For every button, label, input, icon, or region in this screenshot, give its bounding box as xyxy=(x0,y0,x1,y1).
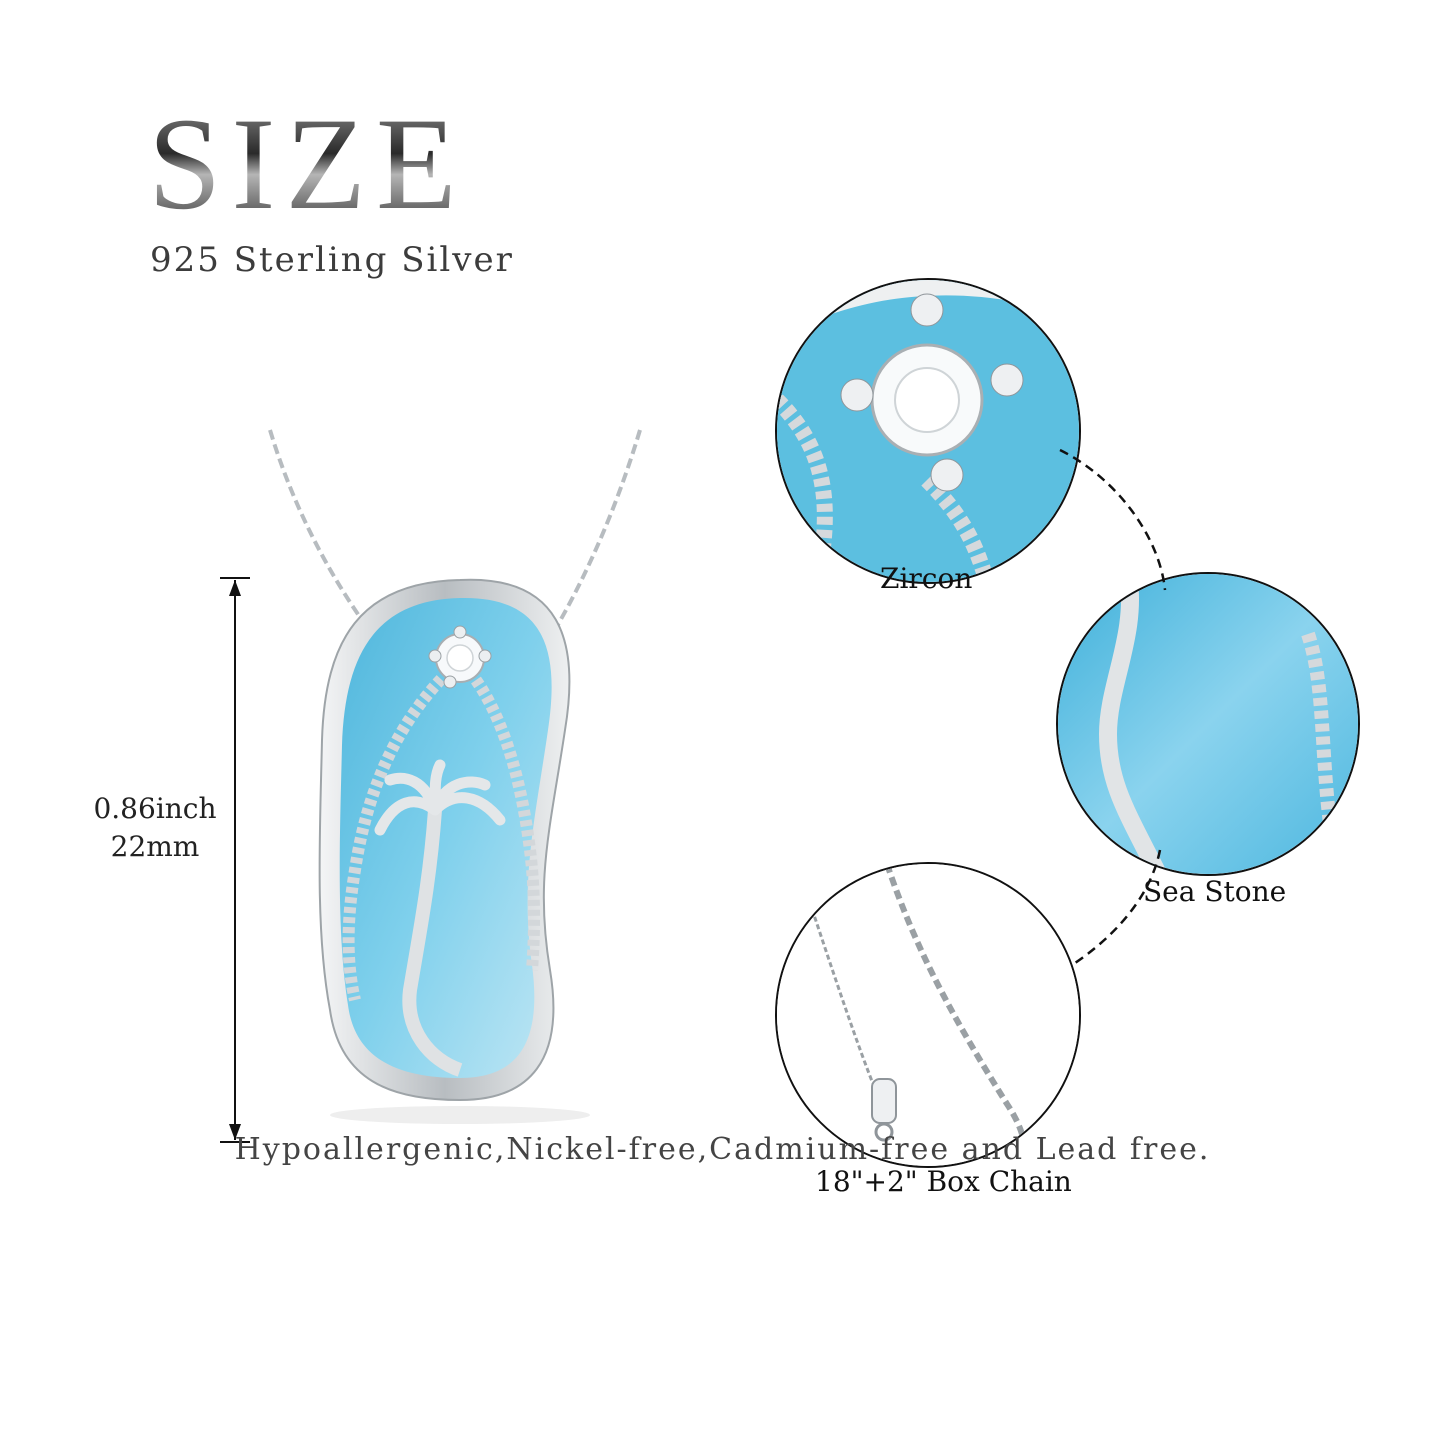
zircon-closeup-image xyxy=(777,280,1079,582)
dimension-arrow xyxy=(220,577,250,1143)
pendant-image xyxy=(268,429,642,1124)
box-chain-closeup-image xyxy=(777,864,1079,1166)
dimension-label: 0.86inch 22mm xyxy=(80,790,230,866)
material-subtitle: 925 Sterling Silver xyxy=(150,240,514,280)
dimension-inch: 0.86inch xyxy=(93,792,217,825)
sea-stone-detail-circle xyxy=(1056,572,1360,876)
zircon-label: Zircon xyxy=(880,562,973,595)
sea-stone-label: Sea Stone xyxy=(1143,875,1287,908)
footer-note: Hypoallergenic,Nickel-free,Cadmium-free … xyxy=(234,1132,1211,1167)
sea-stone-closeup-image xyxy=(1058,574,1358,874)
page-title: SIZE xyxy=(148,90,467,237)
zircon-detail-circle xyxy=(775,278,1081,584)
box-chain-detail-circle xyxy=(775,862,1081,1168)
connector-lines xyxy=(1059,448,1167,967)
dimension-mm: 22mm xyxy=(110,830,200,863)
box-chain-label: 18"+2" Box Chain xyxy=(815,1165,1072,1198)
